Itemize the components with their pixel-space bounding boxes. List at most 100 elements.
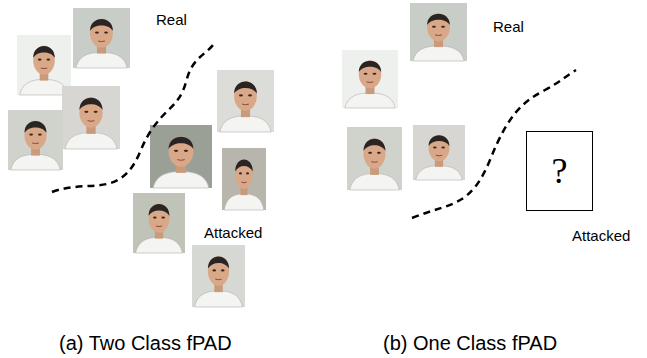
eye: [377, 152, 381, 154]
face: [90, 19, 113, 48]
face-photo: [342, 50, 398, 108]
mouth: [41, 68, 47, 70]
hair: [235, 159, 253, 171]
shirt: [195, 291, 243, 307]
eye: [29, 134, 33, 136]
shirt: [153, 172, 209, 188]
photo-background: [217, 70, 274, 132]
photo-background: [192, 245, 245, 307]
subfigure-caption: (a) Two Class fPAD: [59, 332, 232, 354]
eye: [221, 269, 225, 271]
photo-background: [410, 3, 467, 61]
subfigure-caption: (b) One Class fPAD: [383, 332, 557, 354]
eye: [246, 172, 249, 174]
hair: [208, 256, 229, 268]
question-mark: ?: [552, 153, 568, 189]
mouth: [371, 161, 378, 163]
eye: [94, 111, 98, 113]
eye: [161, 217, 165, 219]
eye: [239, 172, 242, 174]
shirt: [20, 79, 69, 95]
photo-background: [347, 127, 402, 190]
eye: [433, 147, 437, 149]
face: [364, 138, 386, 168]
class-label: Real: [156, 12, 187, 29]
shirt: [76, 52, 127, 68]
eye: [184, 150, 188, 152]
eye: [95, 32, 99, 34]
mouth: [242, 104, 249, 106]
hair: [359, 61, 381, 72]
hair: [364, 139, 386, 151]
face: [208, 256, 229, 286]
face: [234, 81, 257, 111]
face-photo: [410, 3, 467, 61]
shirt: [416, 166, 463, 180]
face-photo: [192, 245, 245, 307]
shirt: [224, 194, 264, 210]
face: [149, 204, 170, 233]
face-photo: [217, 70, 274, 132]
unknown-class-box: ?: [526, 131, 593, 211]
hair: [169, 137, 194, 149]
class-label: Attacked: [572, 228, 630, 245]
hair: [427, 14, 450, 25]
eye: [239, 94, 243, 96]
photo-background: [133, 193, 185, 253]
mouth: [32, 143, 39, 145]
face-photo: [62, 86, 120, 149]
hair: [90, 19, 113, 31]
eye: [153, 217, 157, 219]
shirt: [345, 93, 395, 108]
hair: [234, 81, 257, 93]
face: [359, 60, 381, 88]
mouth: [435, 34, 442, 36]
mouth: [88, 120, 95, 122]
photo-background: [150, 125, 212, 188]
eye: [368, 152, 372, 154]
face-photo: [413, 125, 465, 180]
hair: [429, 135, 450, 146]
face-photos: [8, 3, 467, 307]
eye: [441, 26, 445, 28]
mouth: [241, 182, 246, 184]
photo-background: [8, 110, 63, 170]
photo-background: [342, 50, 398, 108]
shirt: [350, 174, 400, 190]
mouth: [215, 279, 221, 281]
shirt: [65, 133, 117, 149]
mouth: [98, 41, 105, 43]
hair: [33, 46, 55, 58]
mouth: [156, 226, 162, 228]
face: [427, 13, 450, 41]
photo-background: [222, 148, 266, 210]
face: [235, 159, 253, 189]
hair: [79, 98, 102, 110]
face-photo: [222, 148, 266, 210]
eye: [46, 59, 50, 61]
eye: [373, 73, 377, 75]
mouth: [436, 155, 442, 157]
eye: [38, 59, 42, 61]
eye: [104, 32, 108, 34]
photo-background: [73, 8, 130, 68]
class-label: Real: [493, 19, 524, 36]
shirt: [220, 116, 271, 132]
eye: [248, 94, 252, 96]
decision-boundary: [52, 45, 213, 192]
photo-background: [62, 86, 120, 149]
eye: [212, 269, 216, 271]
face: [169, 136, 194, 166]
face: [33, 46, 55, 75]
face-photo: [8, 110, 63, 170]
class-label: Attacked: [204, 225, 262, 242]
shirt: [413, 46, 464, 61]
face-photo: [73, 8, 130, 68]
mouth: [367, 81, 374, 83]
photo-background: [413, 125, 465, 180]
shirt: [11, 154, 61, 170]
eye: [38, 134, 42, 136]
hair: [149, 204, 170, 216]
eye: [441, 147, 445, 149]
